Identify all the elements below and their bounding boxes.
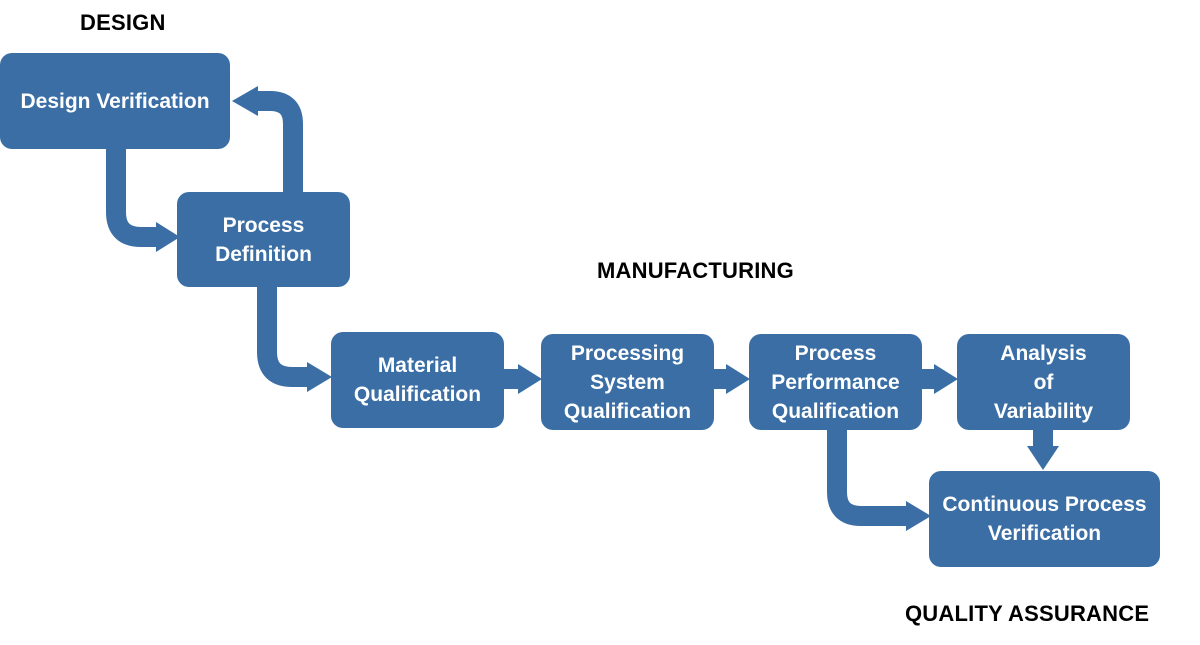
arrowhead-into-process-definition [156, 222, 180, 252]
node-label: Process Definition [215, 213, 312, 266]
section-label-manufacturing: MANUFACTURING [597, 258, 794, 283]
node-design-verification[interactable]: Design Verification [0, 53, 230, 149]
node-material-qualification[interactable]: Material Qualification [331, 332, 504, 428]
node-process-performance-qualification[interactable]: Process Performance Qualification [749, 334, 922, 430]
node-label: Material Qualification [353, 354, 482, 406]
arrowhead-into-design-verification [232, 86, 258, 116]
arrowhead-into-processing-system [518, 364, 542, 394]
node-processing-system-qualification[interactable]: Processing System Qualification [541, 334, 714, 430]
arrowhead-into-material-qualification [307, 362, 332, 392]
node-label: Continuous Process Verification [942, 493, 1147, 545]
arrow-shaft-process-definition-to-design-verification [256, 91, 303, 198]
node-process-definition[interactable]: Process Definition [177, 192, 350, 287]
node-label: Design Verification [20, 89, 210, 113]
node-label: Processing System Qualification [563, 341, 692, 423]
section-label-quality-assurance: QUALITY ASSURANCE [905, 601, 1150, 626]
arrowhead-into-analysis [934, 364, 958, 394]
node-label: Analysis of Variability [993, 341, 1094, 423]
arrowhead-into-process-performance [726, 364, 750, 394]
section-label-design: DESIGN [80, 10, 166, 35]
arrow-shaft-process-definition-to-material-qualification [257, 282, 311, 387]
arrow-shaft-process-performance-to-continuous [827, 426, 910, 526]
arrow-shaft-design-verification-to-process-definition [106, 142, 160, 247]
arrowhead-into-continuous-from-analysis [1027, 446, 1059, 470]
node-continuous-process-verification[interactable]: Continuous Process Verification [929, 471, 1160, 567]
node-label: Process Performance Qualification [771, 341, 900, 423]
arrowhead-into-continuous-from-performance [906, 501, 931, 531]
node-analysis-of-variability[interactable]: Analysis of Variability [957, 334, 1130, 430]
